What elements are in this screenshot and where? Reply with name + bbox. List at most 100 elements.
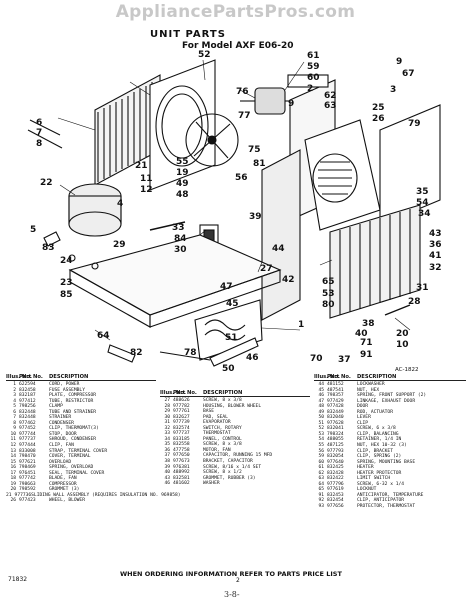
cell-description: SCREW, 6-32 x 1/4 xyxy=(357,481,405,487)
header-part-no: Part No. xyxy=(327,374,351,380)
cell-description: SPRING, MOUNTING BASE xyxy=(357,459,416,465)
cell-description: SCREW, 8 x 3/8 xyxy=(203,442,242,448)
callout-11: 11 xyxy=(140,174,153,184)
cell-part-no: 977673 xyxy=(173,459,190,465)
cell-part-no: 832458 xyxy=(19,387,36,393)
cell-part-no: 832558 xyxy=(173,442,190,448)
cell-part-no: 832040 xyxy=(327,415,344,421)
cell-part-no: 487125 xyxy=(327,443,344,449)
cell-illus-no: 29 xyxy=(164,409,170,415)
callout-30: 30 xyxy=(174,245,187,255)
cell-illus-no: 36 xyxy=(164,447,170,453)
cell-part-no: 977423 xyxy=(19,498,36,504)
small-parts-drawing xyxy=(27,74,411,363)
cell-part-no: 488626 xyxy=(173,398,190,403)
cell-part-no: 798357 xyxy=(327,393,344,399)
callout-37: 37 xyxy=(338,355,351,365)
cell-illus-no: 93 xyxy=(318,504,324,510)
callout-23: 23 xyxy=(60,278,73,288)
callout-50: 50 xyxy=(222,364,235,374)
cell-part-no: 832187 xyxy=(19,393,36,399)
table-header: Illus. No. Part No. DESCRIPTION xyxy=(6,374,156,381)
cell-illus-no: 18 xyxy=(10,476,16,482)
cell-part-no: 977736 xyxy=(14,492,32,498)
compressor-drawing xyxy=(68,183,122,237)
cell-description: CLIP, SPRING (2) xyxy=(357,454,402,460)
cell-illus-no: 6 xyxy=(13,409,16,415)
cell-part-no: 977793 xyxy=(327,448,344,454)
callout-41: 41 xyxy=(429,251,442,261)
cell-part-no: 977619 xyxy=(327,487,344,493)
cell-part-no: 977744 xyxy=(19,431,36,437)
cell-illus-no: 4 xyxy=(13,398,16,404)
page-code: 71832 xyxy=(8,576,28,583)
cell-illus-no: 30 xyxy=(164,414,170,420)
callout-91: 91 xyxy=(360,350,373,360)
cell-part-no: 976381 xyxy=(173,464,190,470)
callout-59: 59 xyxy=(307,62,320,72)
cell-description: HEATER xyxy=(357,465,374,471)
cell-description: PAD, SEAL xyxy=(203,414,228,420)
cell-description: CORD, POWER xyxy=(49,382,80,387)
cell-part-no: 832448 xyxy=(19,409,36,415)
cell-part-no: 977737 xyxy=(19,437,36,443)
fan-blade-drawing xyxy=(185,113,239,167)
cell-part-no: 832449 xyxy=(327,409,344,415)
callout-40: 40 xyxy=(355,329,368,339)
cell-part-no: 977782 xyxy=(173,403,190,409)
cell-description: THERMOSTAT xyxy=(203,431,231,437)
cell-description: WHEEL, BLOWER xyxy=(49,498,85,504)
cell-part-no: 622594 xyxy=(19,382,36,387)
cell-part-no: 977742 xyxy=(19,476,36,482)
callout-44: 44 xyxy=(272,244,285,254)
cell-description: STRAINER xyxy=(49,415,72,421)
page-title: UNIT PARTS xyxy=(150,29,226,40)
model-subtitle: For Model AXF E06-20 xyxy=(182,41,294,51)
cell-part-no: 977761 xyxy=(173,409,190,415)
cell-description: NUT, HEX xyxy=(357,387,380,393)
header-illus-no: Illus. No. xyxy=(160,390,186,396)
cell-illus-no: 60 xyxy=(318,459,324,465)
cell-illus-no: 64 xyxy=(318,481,324,487)
cell-illus-no: 26 xyxy=(10,498,16,504)
callout-3: 3 xyxy=(390,85,396,95)
cell-description: LIMIT SWITCH xyxy=(357,476,391,482)
cell-illus-no: 21 xyxy=(6,492,12,498)
callout-85: 85 xyxy=(60,290,73,300)
cell-part-no: 798663 xyxy=(19,481,36,487)
callout-25: 25 xyxy=(372,103,385,113)
cell-description: DOOR xyxy=(357,404,369,410)
cell-description: SPRING, OVERLOAD xyxy=(49,465,94,471)
header-part-no: Part No. xyxy=(19,374,43,380)
cell-description: CLIP, BRACKET xyxy=(357,448,393,454)
leader-lines xyxy=(57,59,411,341)
handwritten-mark: 3-8- xyxy=(224,590,240,599)
cell-description: BLADE, FAN xyxy=(49,476,77,482)
cell-description: PLATE, COMPRESSOR xyxy=(49,393,97,399)
cell-description: SHROUD, CONDENSER xyxy=(49,437,97,443)
cell-part-no: 977412 xyxy=(19,398,36,404)
cell-illus-no: 20 xyxy=(10,487,16,493)
callout-80: 80 xyxy=(322,300,335,310)
cell-illus-no: 61 xyxy=(318,465,324,471)
base-pan-drawing xyxy=(68,234,282,328)
callout-12: 12 xyxy=(140,185,153,195)
condenser-shroud-drawing xyxy=(149,59,216,191)
cell-part-no: 977650 xyxy=(173,453,190,459)
cell-illus-no: 92 xyxy=(318,498,324,504)
